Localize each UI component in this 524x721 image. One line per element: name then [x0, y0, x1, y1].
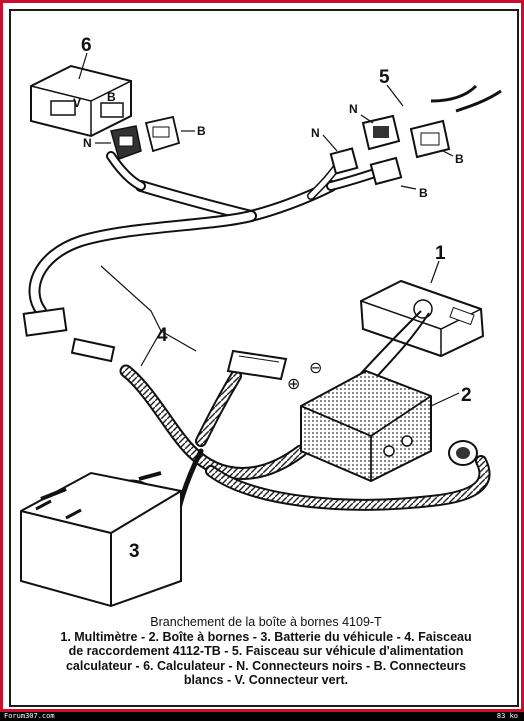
- diagram-panel: 6 5 1 2 4 3 V B N B N B N B ⊕ ⊖ Branchem…: [9, 9, 519, 707]
- label-harness-black-plug: N: [311, 126, 320, 140]
- harness-left-plug: [22, 307, 68, 337]
- image-footer-bar: Forum307.com 83 ko: [0, 712, 524, 721]
- label-ecu: 6: [81, 35, 92, 56]
- terminal-box-round-connector: [448, 440, 478, 466]
- label-harness: 4: [157, 325, 168, 346]
- label-harness-white-plug: B: [419, 186, 428, 200]
- ecu-white-connector: [144, 115, 181, 153]
- caption-legend-line-2: de raccordement 4112-TB - 5. Faisceau su…: [68, 644, 464, 658]
- figure-caption: Branchement de la boîte à bornes 4109-T …: [11, 615, 517, 688]
- label-ecu-white-connector: B: [197, 124, 206, 138]
- label-battery: 3: [129, 541, 140, 562]
- label-multimeter: 1: [435, 243, 446, 264]
- caption-legend-line-4: blancs - V. Connecteur vert.: [183, 673, 349, 687]
- ecu-black-connector: [110, 125, 142, 160]
- label-terminal-box: 2: [461, 385, 472, 406]
- vehicle-white-connector: [409, 119, 451, 159]
- callout-lines: [78, 52, 460, 407]
- ecu-calculator: [30, 64, 132, 138]
- harness-4112-tb: [28, 151, 491, 534]
- label-vehicle-white-connector: B: [455, 152, 464, 166]
- footer-site: Forum307.com: [4, 712, 55, 720]
- label-ecu-green-connector: V: [73, 96, 81, 110]
- harness-ecu-plug-right: [226, 349, 288, 381]
- terminal-box-4109-t: [300, 369, 432, 483]
- harness-white-plug: [369, 156, 403, 186]
- label-vehicle-black-connector: N: [349, 102, 358, 116]
- label-ecu-black-connector: N: [83, 136, 92, 150]
- caption-legend-line-1: 1. Multimètre - 2. Boîte à bornes - 3. B…: [60, 629, 472, 644]
- footer-size: 83 ko: [496, 712, 518, 720]
- vehicle-harness-leads: [430, 84, 502, 113]
- caption-legend-line-3: calculateur - 6. Calculateur - N. Connec…: [65, 658, 467, 673]
- plus-terminal-icon: ⊕: [287, 374, 300, 393]
- minus-terminal-icon: ⊖: [309, 358, 322, 377]
- label-ecu-white-connector-top: B: [107, 90, 116, 104]
- label-vehicle-harness: 5: [379, 67, 390, 88]
- multimeter: [359, 279, 485, 358]
- vehicle-black-connector: [361, 114, 401, 151]
- harness-black-plug: [329, 147, 359, 175]
- wiring-diagram: 6 5 1 2 4 3 V B N B N B N B ⊕ ⊖: [20, 35, 502, 608]
- caption-title: Branchement de la boîte à bornes 4109-T: [150, 615, 382, 629]
- harness-ecu-plug-left: [70, 337, 116, 363]
- vehicle-battery: [20, 471, 182, 608]
